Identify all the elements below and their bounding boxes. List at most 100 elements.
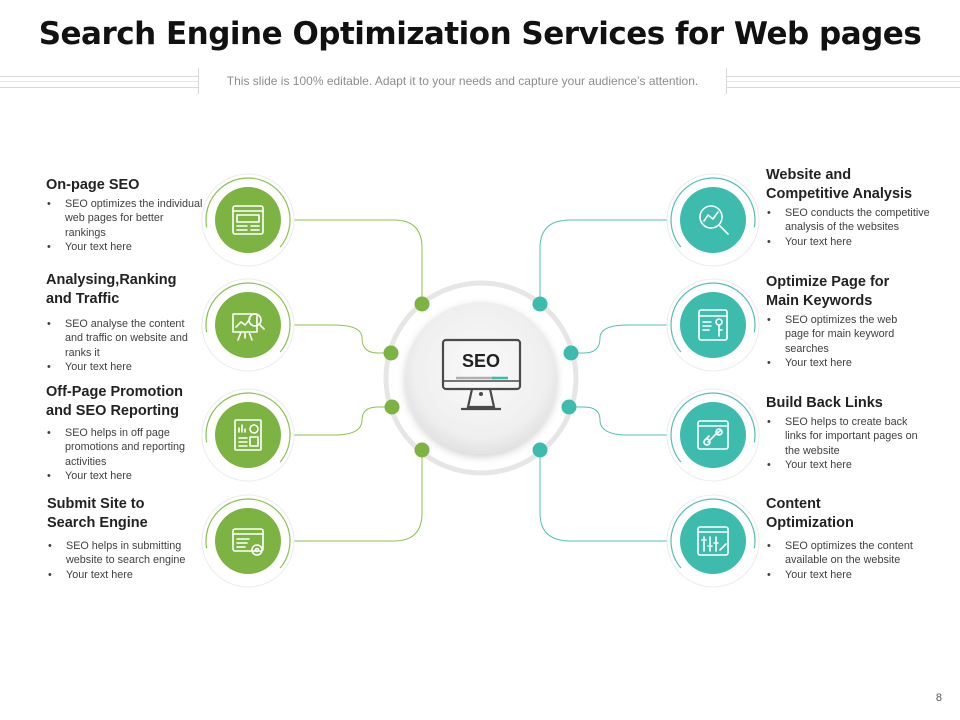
bullet: Your text here: [47, 568, 197, 583]
node-arc: [670, 392, 756, 463]
node-circle: [680, 292, 746, 358]
connector-left-1: [287, 219, 423, 304]
left-item-2-title: Analysing,Ranking and Traffic: [46, 272, 177, 307]
node-circle: [680, 508, 746, 574]
dot-right-3: [561, 399, 577, 415]
connector-left-2: [287, 324, 391, 354]
left-item-4-bullets: SEO helps in submitting website to searc…: [47, 539, 197, 582]
right-item-1-bullets: SEO conducts the competitive analysis of…: [766, 206, 936, 249]
bullet: Your text here: [46, 240, 206, 255]
left-item-3-bullets: SEO helps in off page promotions and rep…: [46, 426, 206, 483]
node-circle: [215, 292, 281, 358]
right-item-2: Optimize Page for Main Keywords SEO opti…: [766, 273, 926, 370]
bullet: Your text here: [766, 458, 926, 473]
node-circle: [215, 187, 281, 253]
node-arc: [205, 392, 291, 463]
left-item-1-bullets: SEO optimizes the individual web pages f…: [46, 197, 206, 254]
left-node-4: [201, 494, 295, 588]
dot-right-4: [532, 442, 548, 458]
right-node-3: [666, 388, 760, 482]
bullet: SEO optimizes the web page for main keyw…: [766, 313, 900, 356]
content-tools-icon: [697, 526, 729, 556]
left-item-4: Submit Site to Search Engine SEO helps i…: [47, 495, 197, 582]
bullet: SEO analyse the content and traffic on w…: [46, 317, 204, 360]
monitor-icon: [441, 338, 522, 411]
subtitle-bar: This slide is 100% editable. Adapt it to…: [0, 68, 960, 94]
node-circle: [680, 187, 746, 253]
left-item-3-title: Off-Page Promotion and SEO Reporting: [46, 384, 183, 419]
slide-title: Search Engine Optimization Services for …: [38, 16, 922, 52]
slide-subtitle: This slide is 100% editable. Adapt it to…: [198, 68, 727, 94]
connector-left-4: [287, 450, 423, 542]
right-item-2-bullets: SEO optimizes the web page for main keyw…: [766, 313, 926, 370]
dot-left-1: [414, 296, 430, 312]
node-circle: [215, 402, 281, 468]
dot-left-4: [414, 442, 430, 458]
hub-dots: [383, 296, 579, 458]
node-circle: [680, 402, 746, 468]
node-arc: [205, 498, 291, 569]
right-node-4: [666, 494, 760, 588]
right-item-1: Website and Competitive Analysis SEO con…: [766, 166, 936, 249]
dot-right-2: [563, 345, 579, 361]
page-number: 8: [935, 692, 942, 704]
left-item-4-title: Submit Site to Search Engine: [47, 496, 148, 531]
webpage-icon: [232, 205, 264, 235]
bullet: SEO helps in off page promotions and rep…: [46, 426, 206, 469]
connector-left-3: [287, 406, 392, 436]
right-item-2-title: Optimize Page for Main Keywords: [766, 274, 890, 309]
right-node-2: [666, 278, 760, 372]
bullet: SEO optimizes the content available on t…: [766, 539, 925, 568]
connector-right-1: [539, 219, 673, 304]
dot-left-2: [383, 345, 399, 361]
left-node-2: [201, 278, 295, 372]
left-connectors: [287, 219, 423, 542]
node-arc: [670, 498, 756, 569]
bullet: Your text here: [766, 356, 926, 371]
subtitle-rule-right: [727, 76, 960, 88]
bullet: Your text here: [766, 568, 926, 583]
bullet: Your text here: [46, 360, 204, 375]
right-node-1: [666, 173, 760, 267]
left-item-2-bullets: SEO analyse the content and traffic on w…: [46, 317, 204, 374]
node-arc: [670, 177, 756, 248]
left-item-1: On-page SEO SEO optimizes the individual…: [46, 176, 206, 254]
right-item-3-title: Build Back Links: [766, 395, 883, 411]
bullet: Your text here: [46, 469, 206, 484]
left-node-3: [201, 388, 295, 482]
bullet: SEO helps to create back links for impor…: [766, 415, 925, 458]
browser-settings-icon: [232, 528, 264, 556]
connector-right-3: [569, 406, 673, 436]
bullet: SEO optimizes the individual web pages f…: [46, 197, 206, 240]
bullet: SEO helps in submitting website to searc…: [47, 539, 186, 568]
dot-left-3: [384, 399, 400, 415]
dot-right-1: [532, 296, 548, 312]
bullet: SEO conducts the competitive analysis of…: [766, 206, 930, 235]
hub-label: SEO: [462, 351, 500, 371]
report-icon: [234, 419, 262, 451]
left-item-2: Analysing,Ranking and Traffic SEO analys…: [46, 271, 204, 374]
left-item-1-title: On-page SEO: [46, 177, 140, 193]
bullet: Your text here: [766, 235, 936, 250]
node-circle: [215, 508, 281, 574]
left-node-1: [201, 173, 295, 267]
node-arc: [670, 282, 756, 353]
left-item-3: Off-Page Promotion and SEO Reporting SEO…: [46, 383, 206, 483]
node-arc: [205, 282, 291, 353]
right-item-3: Build Back Links SEO helps to create bac…: [766, 394, 926, 472]
magnifier-chart-icon: [699, 205, 729, 235]
right-connectors: [539, 219, 673, 542]
right-item-1-title: Website and Competitive Analysis: [766, 167, 913, 202]
right-item-4-title: Content Optimization: [766, 496, 854, 531]
node-arc: [205, 177, 291, 248]
keyword-page-icon: [698, 309, 728, 341]
presentation-analysis-icon: [232, 313, 265, 341]
subtitle-rule-left: [0, 76, 198, 88]
connector-right-4: [539, 450, 673, 542]
right-item-4-bullets: SEO optimizes the content available on t…: [766, 539, 926, 582]
link-icon: [697, 420, 729, 450]
right-item-3-bullets: SEO helps to create back links for impor…: [766, 415, 926, 472]
connector-right-2: [571, 324, 673, 354]
right-item-4: Content Optimization SEO optimizes the c…: [766, 495, 926, 582]
